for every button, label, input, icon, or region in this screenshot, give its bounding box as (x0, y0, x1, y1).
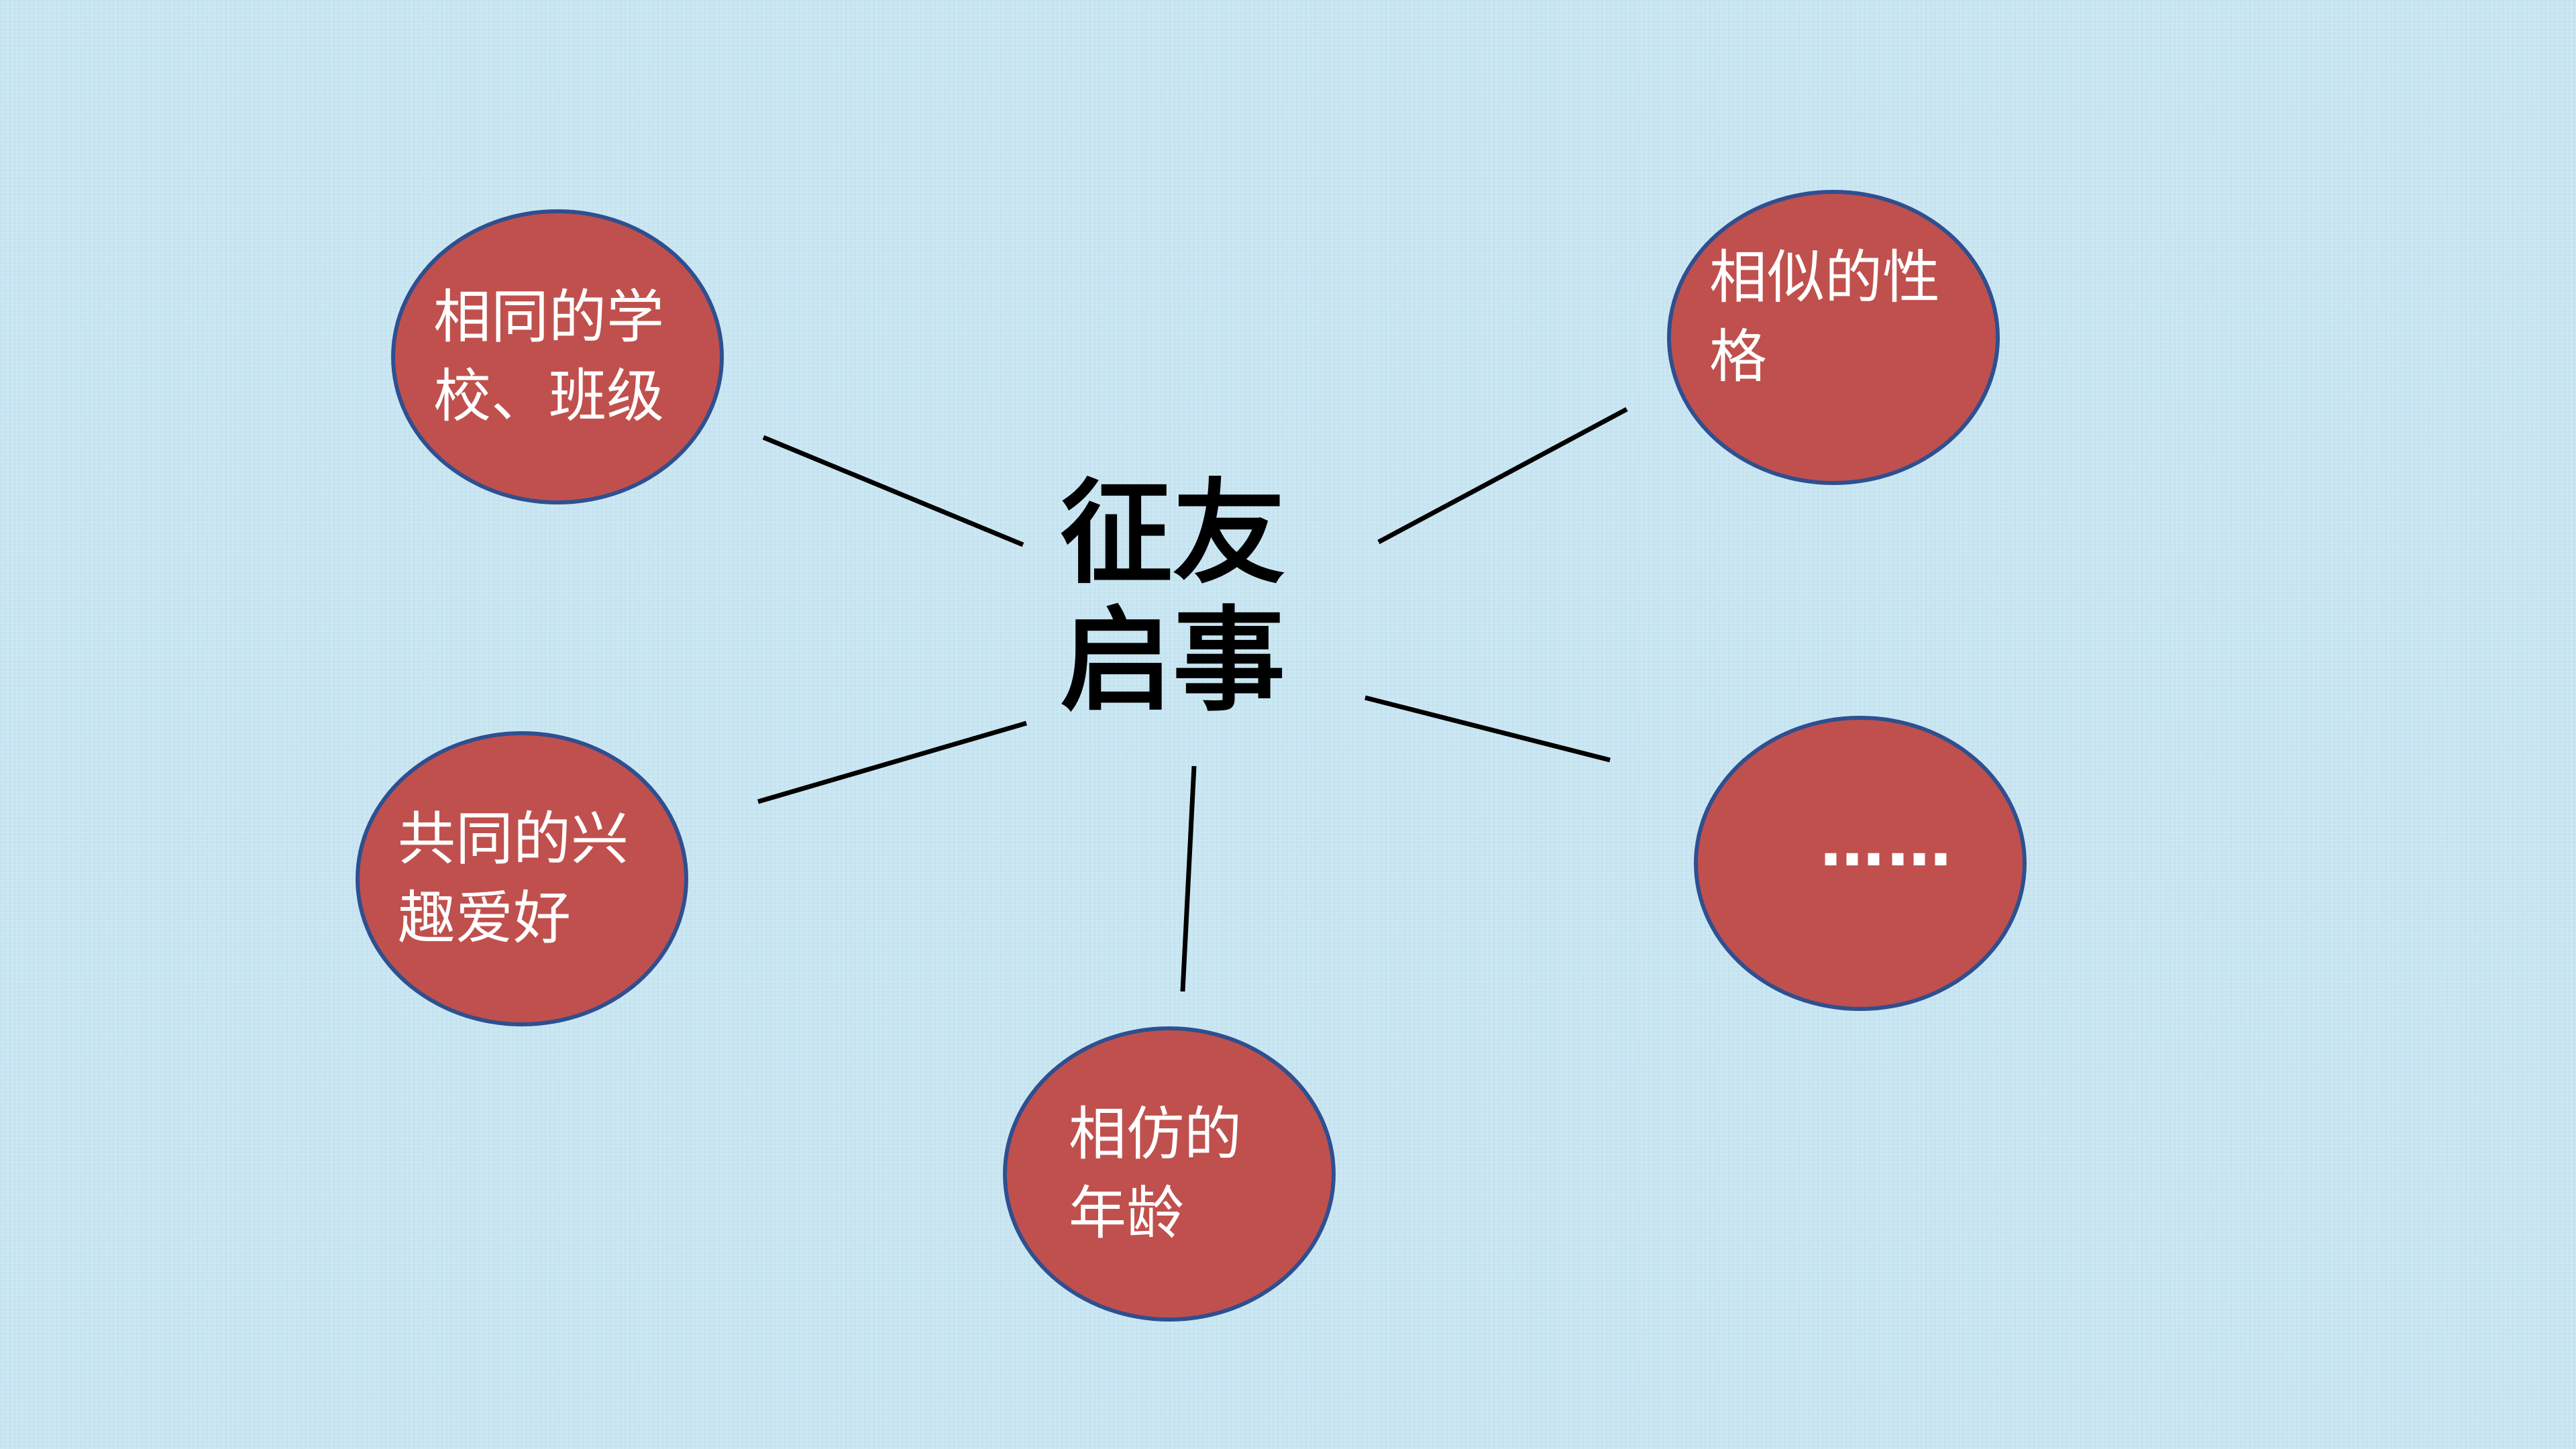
connector-to-age (1180, 765, 1197, 992)
connector-to-school (762, 435, 1024, 547)
connector-to-more (1364, 695, 1611, 763)
node-similar-personality: 相似的性格 (1667, 190, 2000, 485)
node-label: 共同的兴趣爱好 (398, 806, 629, 952)
center-title: 征友 启事 (1060, 470, 1328, 724)
node-more: …… (1694, 716, 2027, 1011)
connector-to-hobbies (757, 720, 1027, 804)
node-similar-age: 相仿的年龄 (1003, 1026, 1336, 1322)
node-same-school-class: 相同的学校、班级 (391, 209, 724, 504)
node-shared-hobbies: 共同的兴趣爱好 (356, 731, 688, 1026)
connector-to-personality (1377, 407, 1628, 545)
node-label: 相似的性格 (1709, 244, 1940, 390)
node-label: 相同的学校、班级 (433, 284, 664, 430)
node-label: 相仿的年龄 (1069, 1101, 1242, 1247)
center-title-line-2: 启事 (1060, 595, 1285, 727)
node-label: …… (1820, 806, 1954, 881)
center-title-line-1: 征友 (1060, 468, 1285, 599)
